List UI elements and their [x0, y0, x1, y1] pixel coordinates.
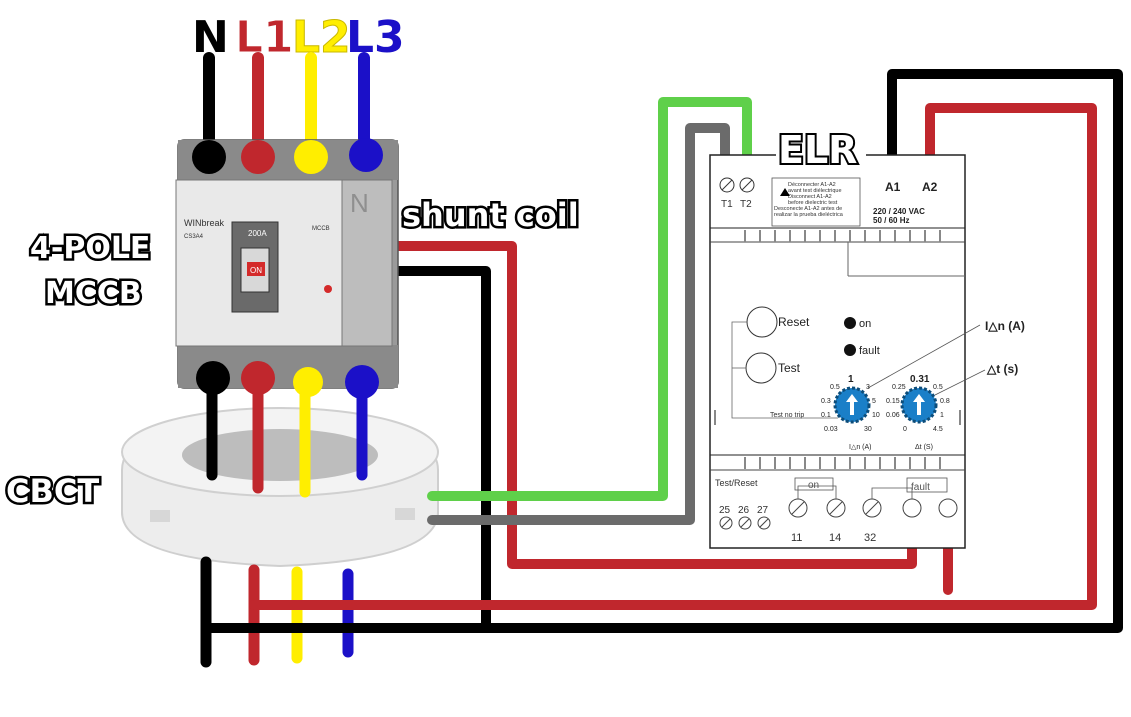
fault-box-label: fault	[911, 482, 930, 493]
test-button[interactable]	[745, 352, 777, 384]
phase-label-l3: L3	[346, 12, 405, 63]
top-feed-wires	[203, 52, 370, 156]
warning-line-4: before dielectric test	[788, 200, 838, 206]
idn-caption: I△n (A)	[849, 444, 872, 451]
dt-tick: 0.15	[886, 398, 900, 405]
idn-tick: 5	[872, 398, 876, 405]
warning-line-2: avant test diélectrique	[788, 188, 842, 194]
wire-black-a1	[201, 69, 1123, 633]
term-32: 32	[864, 532, 876, 544]
dt-tick: 0.5	[933, 384, 943, 391]
mccb-breaker: N ON 200A WINbreak CS3A4 MCCB	[175, 138, 399, 399]
elr-t1-label: T1	[721, 199, 733, 210]
on-led	[844, 317, 856, 329]
on-led-label: on	[859, 318, 871, 330]
idn-tick: 0.03	[824, 426, 838, 433]
reset-button[interactable]	[746, 306, 778, 338]
elr-a2-label: A2	[922, 180, 938, 194]
dt-tick: 0.25	[892, 384, 906, 391]
test-label: Test	[778, 361, 801, 375]
warning-line-3: Disconnect A1-A2	[788, 194, 832, 200]
idn-tick: 0.3	[821, 398, 831, 405]
warning-line-1: Déconnecter A1-A2	[788, 182, 836, 188]
idn-dial-arrow-icon	[846, 394, 858, 415]
elr-voltage: 220 / 240 VAC	[873, 207, 925, 216]
dt-tick: 4.5	[933, 426, 943, 433]
wire-black-shunt	[383, 266, 491, 633]
cbct-label: CBCT	[6, 472, 99, 510]
idn-dial[interactable]	[833, 386, 871, 424]
term-27: 27	[757, 505, 769, 516]
reset-label: Reset	[778, 315, 810, 329]
phase-label-l2: L2	[292, 12, 351, 63]
fault-led-label: fault	[859, 345, 880, 357]
warning-line-6: realizar la prueba dieléctrica	[774, 212, 844, 218]
dt-dial[interactable]	[900, 386, 938, 424]
wire-grey-t1	[427, 123, 730, 525]
mccb-label-line1: 4-POLE	[30, 231, 150, 266]
dt-dial-arrow-icon	[913, 394, 925, 415]
idn-tick: 10	[872, 412, 880, 419]
term-14: 14	[829, 532, 841, 544]
dt-tick: 0.8	[940, 398, 950, 405]
dt-scale: 0.25 0.5 0.15 0.8 0.06 1 0 4.5	[886, 384, 950, 433]
idn-tick: 0.1	[821, 412, 831, 419]
wire-red-a2	[249, 103, 1097, 610]
idn-tick: 30	[864, 426, 872, 433]
fault-led	[844, 344, 856, 356]
dt-title: △t (s)	[986, 362, 1018, 376]
idn-title: I△n (A)	[985, 319, 1025, 333]
mccb-side-logo: N	[350, 188, 369, 218]
elr-warning: Déconnecter A1-A2 avant test diélectriqu…	[774, 182, 844, 218]
dt-caption: Δt (S)	[915, 444, 933, 451]
phase-label-l1: L1	[235, 12, 294, 63]
elr-device: ELR T1 T2 Déconnecter A1-A2 avant test d…	[709, 126, 1025, 549]
test-reset-label: Test/Reset	[715, 478, 758, 488]
mccb-rating: 200A	[248, 229, 267, 238]
shunt-coil-label: shunt coil	[402, 196, 579, 234]
test-no-trip-label: Test no trip	[770, 412, 804, 419]
mccb-side-label: MCCB	[312, 226, 330, 232]
elr-frequency: 50 / 60 Hz	[873, 216, 909, 225]
bottom-wires	[200, 556, 354, 668]
warning-line-5: Desconecte A1-A2 antes de	[774, 206, 842, 212]
idn-scale: 0.5 3 0.3 5 0.1 10 0.03 30	[821, 384, 880, 433]
mccb-label-line2: MCCB	[45, 276, 142, 311]
elr-a1-label: A1	[885, 180, 901, 194]
on-box-label: on	[808, 480, 819, 491]
mccb-model: CS3A4	[184, 234, 204, 240]
mccb-on-indicator: ON	[250, 266, 262, 275]
idn-top-value: 1	[848, 374, 854, 385]
idn-tick: 3	[866, 384, 870, 391]
dt-tick: 0	[903, 426, 907, 433]
dt-tick: 0.06	[886, 412, 900, 419]
idn-tick: 0.5	[830, 384, 840, 391]
mccb-brand: WINbreak	[184, 218, 225, 228]
dt-top-value: 0.31	[910, 374, 930, 385]
dt-tick: 1	[940, 412, 944, 419]
term-11: 11	[791, 532, 802, 544]
elr-t2-label: T2	[740, 199, 752, 210]
cbct-ring	[121, 406, 439, 568]
term-25: 25	[719, 505, 731, 516]
wire-green-t2	[427, 97, 752, 501]
warning-icon	[780, 188, 790, 196]
elr-label: ELR	[778, 128, 857, 172]
term-26: 26	[738, 505, 750, 516]
